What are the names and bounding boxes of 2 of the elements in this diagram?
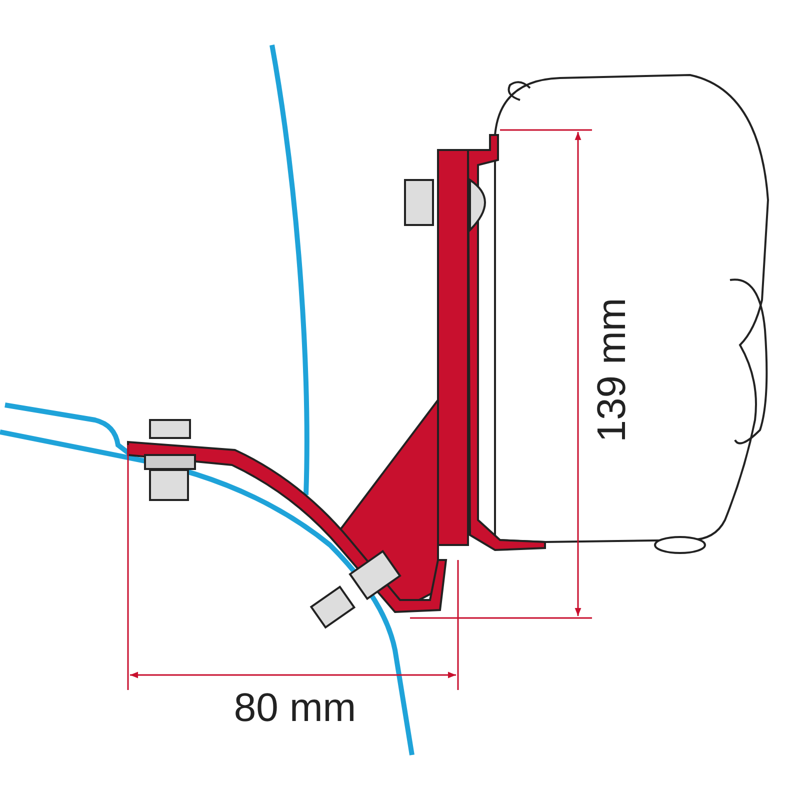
dimension-label: 139 mm (592, 298, 632, 442)
dimension-label: 80 mm (234, 688, 356, 728)
